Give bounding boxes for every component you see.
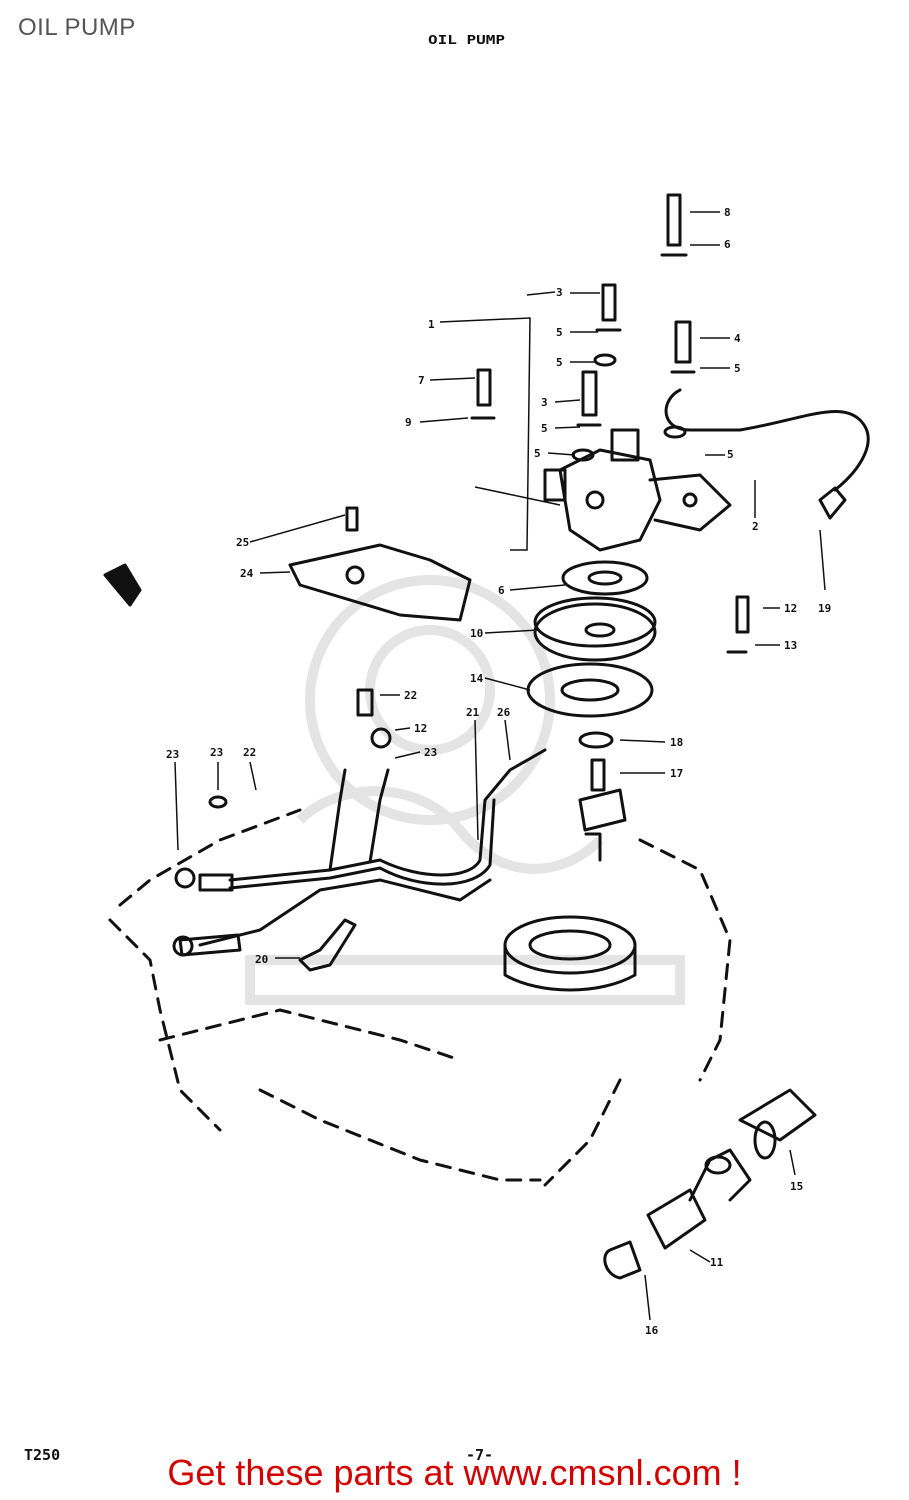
callout-5-c: 5 bbox=[734, 362, 741, 375]
gasket-and-mounting-plate bbox=[526, 560, 657, 718]
callout-5-f: 5 bbox=[727, 448, 734, 461]
callout-12-left: 12 bbox=[414, 722, 427, 735]
drive-gear-shaft bbox=[578, 758, 627, 862]
line-clamp bbox=[298, 918, 357, 972]
crankcase-opening bbox=[503, 915, 637, 992]
callout-11: 11 bbox=[710, 1256, 724, 1269]
callout-10: 10 bbox=[470, 627, 483, 640]
callout-labels: 8 6 1 3 5 5 4 5 7 9 3 5 5 5 2 19 25 24 6… bbox=[166, 206, 831, 1337]
callout-22-b: 22 bbox=[243, 746, 256, 759]
leader-lines bbox=[174, 211, 826, 1321]
tachometer-drive-assembly bbox=[603, 1088, 817, 1280]
callout-8-top: 8 bbox=[724, 206, 731, 219]
callout-12-right: 12 bbox=[784, 602, 797, 615]
callout-6-mid: 6 bbox=[498, 584, 505, 597]
callout-5-a: 5 bbox=[556, 326, 563, 339]
callout-7: 7 bbox=[418, 374, 425, 387]
crankcase-outline bbox=[108, 808, 732, 1187]
callout-24: 24 bbox=[240, 567, 254, 580]
oil-pump-body bbox=[543, 428, 732, 552]
page-label: OIL PUMP bbox=[18, 14, 136, 41]
callout-3-a: 3 bbox=[556, 286, 563, 299]
callout-20: 20 bbox=[255, 953, 268, 966]
callout-18: 18 bbox=[670, 736, 683, 749]
callout-3-b: 3 bbox=[541, 396, 548, 409]
callout-6-top: 6 bbox=[724, 238, 731, 251]
callout-5-b: 5 bbox=[556, 356, 563, 369]
callout-1: 1 bbox=[428, 318, 435, 331]
callout-17: 17 bbox=[670, 767, 683, 780]
callout-2: 2 bbox=[752, 520, 759, 533]
callout-5-e: 5 bbox=[534, 447, 541, 460]
callout-15: 15 bbox=[790, 1180, 803, 1193]
callout-5-d: 5 bbox=[541, 422, 548, 435]
callout-13: 13 bbox=[784, 639, 797, 652]
model-code: T250 bbox=[24, 1446, 61, 1464]
callout-21: 21 bbox=[466, 706, 480, 719]
callout-23-a: 23 bbox=[424, 746, 437, 759]
page-number: -7- bbox=[466, 1446, 494, 1464]
oil-delivery-lines bbox=[172, 748, 547, 957]
callout-23-b: 23 bbox=[166, 748, 179, 761]
callout-25: 25 bbox=[236, 536, 249, 549]
callout-9: 9 bbox=[405, 416, 412, 429]
front-arrow-icon bbox=[103, 563, 142, 607]
pump-bolts bbox=[345, 193, 750, 749]
callout-26: 26 bbox=[497, 706, 511, 719]
diagram-title: OIL PUMP bbox=[428, 31, 506, 48]
callout-16: 16 bbox=[645, 1324, 659, 1337]
callout-23-c: 23 bbox=[210, 746, 223, 759]
callout-19: 19 bbox=[818, 602, 831, 615]
callout-22-a: 22 bbox=[404, 689, 417, 702]
outlet-pipe bbox=[664, 388, 870, 520]
callout-14: 14 bbox=[470, 672, 484, 685]
cta-link[interactable]: Get these parts at www.cmsnl.com ! bbox=[167, 1452, 742, 1493]
callout-4: 4 bbox=[734, 332, 741, 345]
pump-cover bbox=[288, 543, 472, 622]
